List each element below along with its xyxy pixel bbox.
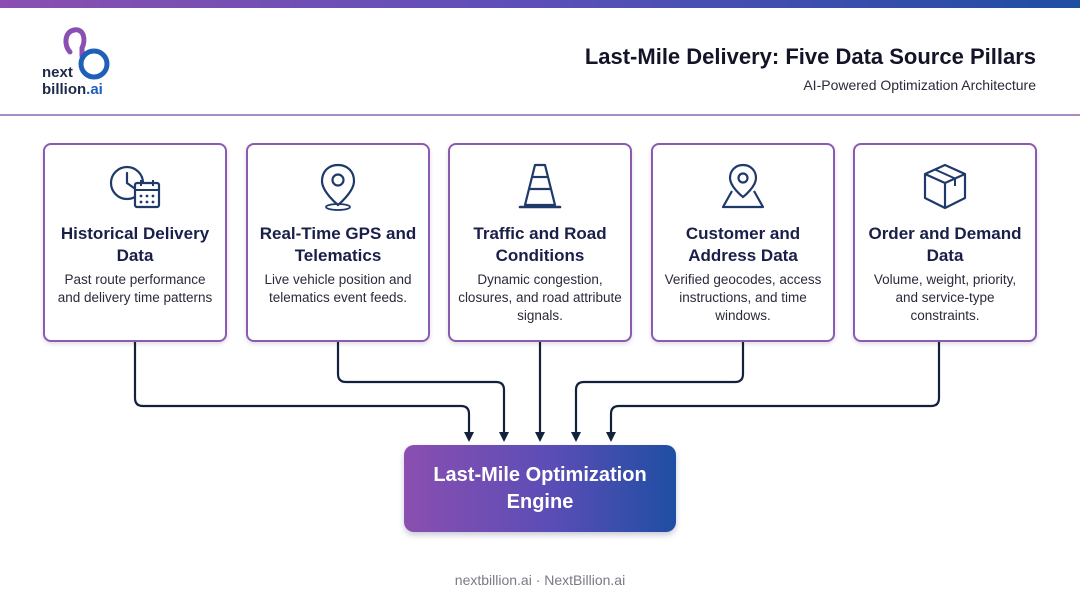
traffic-cone-icon	[518, 163, 562, 209]
pillar-description: Volume, weight, priority, and service-ty…	[873, 272, 1017, 323]
pillar-card-historical[interactable]: Historical Delivery Data Past route perf…	[43, 143, 227, 342]
logo-wordmark: next billion.ai	[42, 64, 103, 98]
pillar-description: Dynamic congestion, closures, and road a…	[458, 272, 622, 323]
engine-label: Last-Mile Optimization Engine	[433, 463, 647, 513]
pillar-card-traffic[interactable]: Traffic and Road Conditions Dynamic cong…	[448, 143, 632, 342]
connector-customer	[571, 342, 745, 442]
logo-line2: billion.ai	[42, 81, 103, 98]
pillar-description: Past route performance and delivery time…	[57, 272, 213, 305]
pillar-card-customer[interactable]: Customer and Address Data Verified geoco…	[651, 143, 835, 342]
pillar-card-order[interactable]: Order and Demand Data Volume, weight, pr…	[853, 143, 1037, 342]
map-pin-icon	[721, 163, 765, 209]
pillar-title: Customer and Address Data	[685, 224, 801, 265]
logo-mark-icon	[63, 27, 110, 80]
clock-calendar-icon	[109, 165, 161, 209]
page-title: Last-Mile Delivery: Five Data Source Pil…	[584, 44, 1036, 69]
connector-gps	[336, 342, 509, 442]
pillar-title: Historical Delivery Data	[60, 224, 210, 265]
pillar-title: Traffic and Road Conditions	[473, 224, 607, 265]
logo-line2-main: billion	[42, 81, 87, 98]
pillar-card-gps[interactable]: Real-Time GPS and Telematics Live vehicl…	[246, 143, 430, 342]
page-subtitle: AI-Powered Optimization Architecture	[803, 77, 1036, 93]
header-divider	[0, 114, 1080, 116]
pillar-description: Verified geocodes, access instructions, …	[664, 272, 822, 323]
optimization-engine-box[interactable]: Last-Mile Optimization Engine	[404, 445, 676, 532]
package-box-icon	[923, 163, 967, 210]
footer-attribution: nextbillion.ai · NextBillion.ai	[454, 572, 626, 588]
location-pin-icon	[320, 163, 356, 211]
connector-historical	[133, 342, 474, 442]
top-accent-bar	[0, 0, 1080, 8]
pillar-description: Live vehicle position and telematics eve…	[264, 272, 412, 305]
connector-order	[606, 342, 941, 442]
pillar-title: Order and Demand Data	[868, 224, 1022, 265]
nextbillion-logo[interactable]: next billion.ai	[40, 26, 130, 100]
pillar-title: Real-Time GPS and Telematics	[259, 224, 417, 265]
logo-line1: next	[42, 64, 73, 81]
logo-line2-suffix: .ai	[86, 81, 103, 98]
